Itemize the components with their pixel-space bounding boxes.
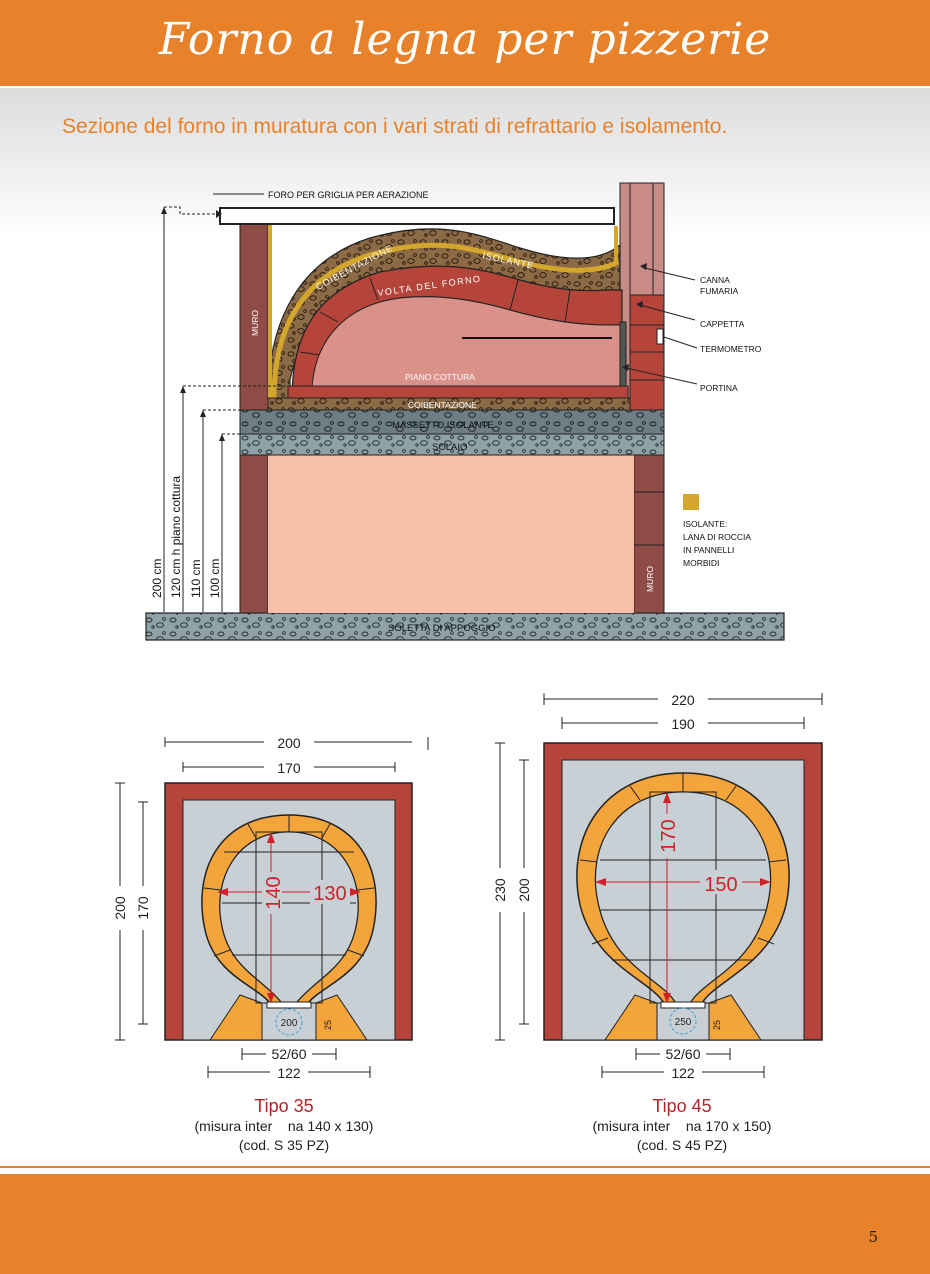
- tipo35-outer-height: 200: [112, 896, 128, 920]
- height-200-label: 200 cm: [150, 559, 164, 598]
- legend-line-2: LANA DI ROCCIA: [683, 532, 751, 542]
- tipo45-outer-height: 230: [492, 878, 508, 902]
- massetto-layer: [239, 409, 665, 435]
- tipo45-circle: [669, 1007, 697, 1035]
- tipo45-depth: 170: [658, 819, 680, 852]
- tipo35-mouth: 52/60: [271, 1046, 306, 1062]
- tipo45-caption: Tipo 45 (misura inter na 170 x 150) (cod…: [552, 1096, 812, 1155]
- tipo45-inner-width: 190: [671, 716, 695, 732]
- legend-line-1: ISOLANTE:: [683, 519, 727, 529]
- aerazione-bar: [219, 207, 615, 225]
- tipo45-base: 122: [671, 1065, 695, 1081]
- coibentazione-base: [267, 397, 631, 411]
- massetto-label: MASSETTO ISOLANTE: [392, 420, 494, 431]
- plan-tipo-35: 200 170 200 170 200 25 140 130: [111, 733, 429, 1081]
- tipo35-inner-height: 170: [135, 896, 151, 920]
- height-120-label: 120 cm h piano cottura: [169, 476, 183, 598]
- tipo35-circle-value: 200: [281, 1018, 298, 1029]
- coibentazione-base-label: COIBENTAZIONE: [408, 400, 477, 410]
- portina-label: PORTINA: [700, 383, 738, 393]
- canna-label-2: FUMARIA: [700, 286, 739, 296]
- tipo45-title: Tipo 45: [652, 1096, 712, 1116]
- legend-line-4: MORBIDI: [683, 558, 719, 568]
- termometro-box: [656, 328, 664, 345]
- header-bar: [0, 0, 930, 86]
- height-110-label: 110 cm: [189, 560, 203, 598]
- solaio-label: SOLAIO: [432, 442, 467, 453]
- left-support-wall: [239, 454, 269, 614]
- portina-door: [619, 321, 627, 389]
- footer-divider: [0, 1166, 930, 1168]
- tipo35-base: 122: [277, 1065, 301, 1081]
- legend-swatch: [683, 494, 699, 510]
- plan-tipo-45: 220 190 230 200 250 25 170 150 52/60 122: [491, 690, 823, 1081]
- tipo35-gap-value: 25: [323, 1020, 333, 1030]
- tipo35-depth: 140: [263, 876, 285, 909]
- tipo35-outer-width: 200: [277, 735, 301, 751]
- tipo35-code: (cod. S 35 PZ): [238, 1137, 330, 1153]
- tipo45-code: (cod. S 45 PZ): [636, 1137, 728, 1153]
- tipo45-outer-width: 220: [671, 692, 695, 708]
- tipo45-subtitle: (misura inter na 170 x 150): [592, 1118, 772, 1134]
- page-number: 5: [868, 1228, 878, 1246]
- oven-chamber: [311, 296, 623, 389]
- canna-label-1: CANNA: [700, 275, 730, 285]
- tipo45-gap-value: 25: [712, 1020, 722, 1030]
- right-support-wall: [633, 454, 665, 614]
- legend-line-3: IN PANNELLI: [683, 545, 734, 555]
- muro-right-label: MURO: [645, 566, 655, 592]
- soletta-label: SOLETTA DI APPOGGIO: [388, 623, 496, 634]
- oven-section-diagram: FORO PER GRIGLIA PER AERAZIONE MURO MURO…: [145, 182, 785, 641]
- tipo35-circle: [275, 1008, 303, 1036]
- piano-label: PIANO COTTURA: [405, 372, 475, 382]
- soletta-slab: [145, 612, 785, 641]
- header-divider: [0, 86, 930, 88]
- aerazione-label: FORO PER GRIGLIA PER AERAZIONE: [268, 190, 429, 200]
- footer-bar: [0, 1174, 930, 1274]
- tipo35-caption: Tipo 35 (misura inter na 140 x 130) (cod…: [154, 1096, 414, 1155]
- muro-left-label: MURO: [250, 310, 260, 336]
- tipo35-width: 130: [313, 883, 346, 905]
- tipo45-inner-height: 200: [516, 878, 532, 902]
- tipo45-width: 150: [704, 874, 737, 896]
- isolante-band: [271, 242, 620, 399]
- cappetta-label: CAPPETTA: [700, 319, 745, 329]
- tipo45-mouth: 52/60: [665, 1046, 700, 1062]
- tipo35-subtitle: (misura inter na 140 x 130): [194, 1118, 374, 1134]
- height-100-label: 100 cm: [208, 559, 222, 598]
- tipo35-title: Tipo 35: [254, 1096, 314, 1116]
- page-title: Forno a legna per pizzerie: [158, 14, 772, 65]
- tipo45-circle-value: 250: [675, 1017, 692, 1028]
- section-subtitle: Sezione del forno in muratura con i vari…: [62, 115, 728, 138]
- piano-cottura: [287, 385, 629, 399]
- base-cavity: [268, 455, 634, 613]
- termometro-label: TERMOMETRO: [700, 344, 762, 354]
- tipo35-inner-width: 170: [277, 760, 301, 776]
